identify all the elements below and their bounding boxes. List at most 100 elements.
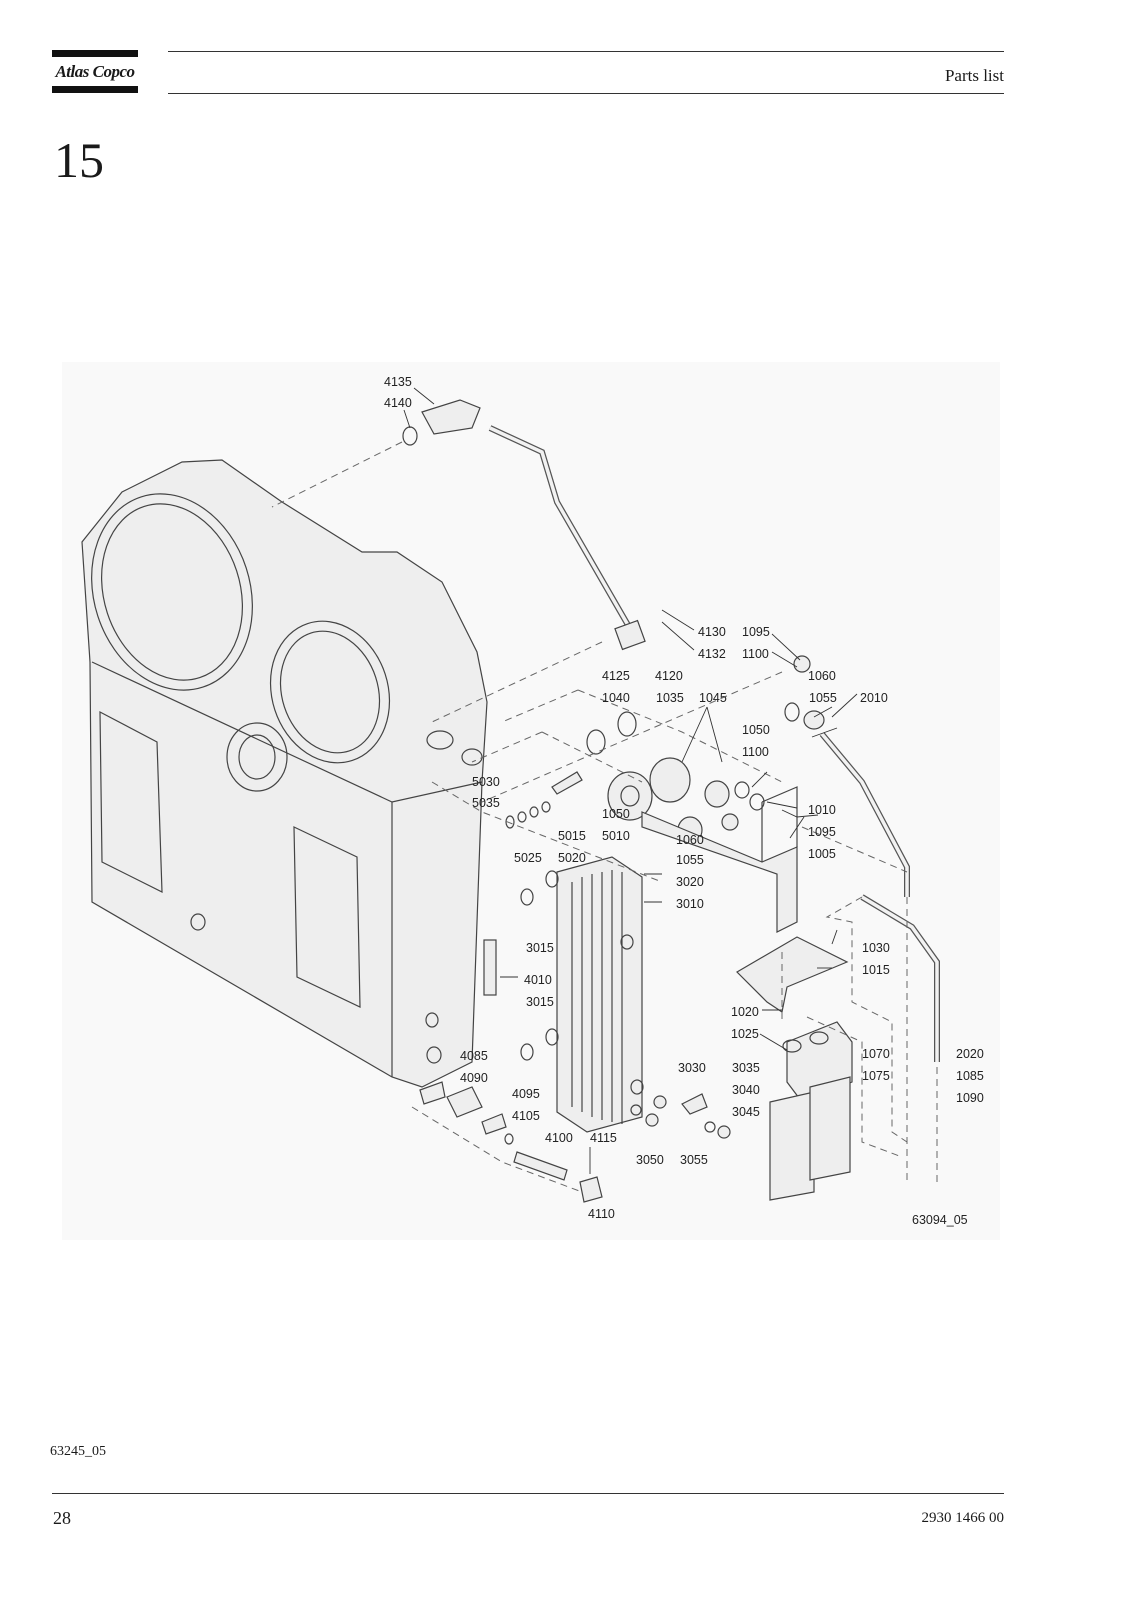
- label-5020: 5020: [558, 851, 586, 865]
- label-5035: 5035: [472, 796, 500, 810]
- filter-head-port-b: [809, 1031, 829, 1045]
- leader-1005: [789, 816, 805, 839]
- label-3015-top: 3015: [526, 941, 554, 955]
- nipple-4095: [481, 1113, 507, 1135]
- fitting-3030: [653, 1095, 667, 1109]
- leader-1100-top: [771, 651, 798, 668]
- leader-4140: [403, 409, 411, 429]
- lower-fittings-3000: [630, 1093, 731, 1139]
- diagram-canvas: 4135 4140 4130 4132 1095 1100 4125 4120 …: [81, 375, 984, 1227]
- leader-1055: [813, 706, 833, 718]
- drain-valve-assembly: [419, 1081, 603, 1203]
- label-3035: 3035: [732, 1061, 760, 1075]
- seal-1040-a: [586, 729, 606, 755]
- housing-cover-plate-left: [99, 710, 163, 893]
- pipe-2010-inner: [820, 732, 909, 897]
- label-1035: 1035: [656, 691, 684, 705]
- housing-bore-large-flange: [91, 493, 253, 691]
- page-number: 28: [53, 1508, 71, 1528]
- pipe-bracket-4120: [614, 619, 646, 651]
- assembly-dash-lines: [271, 441, 938, 1193]
- seal-3015-c: [520, 1043, 534, 1061]
- dash-line-1: [271, 441, 403, 508]
- cooler-port-top: [620, 934, 634, 950]
- housing-bore-large: [101, 503, 243, 681]
- part-number-labels: 4135 4140 4130 4132 1095 1100 4125 4120 …: [384, 375, 984, 1227]
- label-1060: 1060: [676, 833, 704, 847]
- leader-4130: [661, 609, 695, 631]
- upper-oil-pipe: [402, 399, 646, 651]
- union-1055-lower: [721, 813, 739, 831]
- label-4120: 4120: [655, 669, 683, 683]
- label-4100: 4100: [545, 1131, 573, 1145]
- label-1040: 1040: [602, 691, 630, 705]
- clamp-4110: [579, 1176, 603, 1203]
- ring-3040: [704, 1121, 716, 1133]
- label-3055: 3055: [680, 1153, 708, 1167]
- ring-3050: [630, 1104, 642, 1116]
- document-number: 2930 1466 00: [921, 1510, 1005, 1526]
- label-3045: 3045: [732, 1105, 760, 1119]
- dash-line-5: [577, 689, 783, 783]
- label-3010: 3010: [676, 897, 704, 911]
- sight-glass-4010: [483, 939, 497, 996]
- housing-bore-small: [279, 630, 381, 754]
- label-1015: 1015: [862, 963, 890, 977]
- leader-1095: [766, 801, 798, 809]
- housing-drain-hole: [190, 913, 206, 931]
- label-3030: 3030: [678, 1061, 706, 1075]
- dash-line-4: [501, 689, 579, 723]
- label-2020: 2020: [956, 1047, 984, 1061]
- label-5025: 5025: [514, 851, 542, 865]
- housing-cover-plate-center: [293, 826, 361, 1008]
- plug-1095: [749, 793, 765, 811]
- union-1055: [803, 710, 825, 730]
- right-oil-pipes: [819, 732, 940, 1062]
- dash-line-6: [471, 731, 543, 763]
- leader-1030: [831, 929, 838, 945]
- label-1075: 1075: [862, 1069, 890, 1083]
- housing-port-mid: [425, 1012, 439, 1028]
- ball-valve-4090: [446, 1086, 483, 1118]
- label-5015: 5015: [558, 829, 586, 843]
- dash-line-15: [411, 1106, 583, 1193]
- plug-1095-top: [793, 655, 811, 673]
- leader-1060-top: [811, 727, 838, 738]
- valve-3035: [681, 1093, 708, 1115]
- label-1050: 1050: [602, 807, 630, 821]
- ring-1060: [784, 702, 800, 722]
- roller-1035-a-hub: [620, 785, 640, 807]
- figure-code: 63245_05: [50, 1444, 106, 1459]
- gearbox-housing: [81, 459, 488, 1088]
- label-3040: 3040: [732, 1083, 760, 1097]
- label-1070: 1070: [862, 1047, 890, 1061]
- bolt-5010: [551, 771, 583, 795]
- small-fittings-5000: [505, 771, 583, 829]
- label-1055: 1055: [676, 853, 704, 867]
- oil-cooler-body: [556, 856, 643, 1133]
- logo-bar-bottom: [52, 86, 138, 93]
- seal-ring-4140: [402, 426, 418, 446]
- washer-1100: [734, 781, 750, 799]
- footer-rule: [52, 1493, 1004, 1494]
- leader-1010: [781, 809, 819, 818]
- dash-line-3: [481, 671, 783, 803]
- cooler-port-bottom: [630, 1079, 644, 1095]
- housing-bore-small-flange: [269, 620, 391, 764]
- label-4010: 4010: [524, 973, 552, 987]
- pipe-2020-outer: [860, 894, 940, 1062]
- housing-port-lower: [426, 1046, 442, 1064]
- filter-element-left: [769, 1091, 815, 1201]
- label-2010: 2010: [860, 691, 888, 705]
- label-3050: 3050: [636, 1153, 664, 1167]
- dash-line-7: [541, 731, 643, 783]
- oil-cooler-3010: [520, 856, 644, 1133]
- label-1095-top: 1095: [742, 625, 770, 639]
- label-1095: 1095: [808, 825, 836, 839]
- leader-1100: [751, 771, 768, 788]
- dash-line-11: [825, 896, 908, 1143]
- ring-4105: [504, 1133, 514, 1145]
- label-1005: 1005: [808, 847, 836, 861]
- leader-2010: [831, 693, 858, 718]
- bracket-1005: [641, 786, 798, 933]
